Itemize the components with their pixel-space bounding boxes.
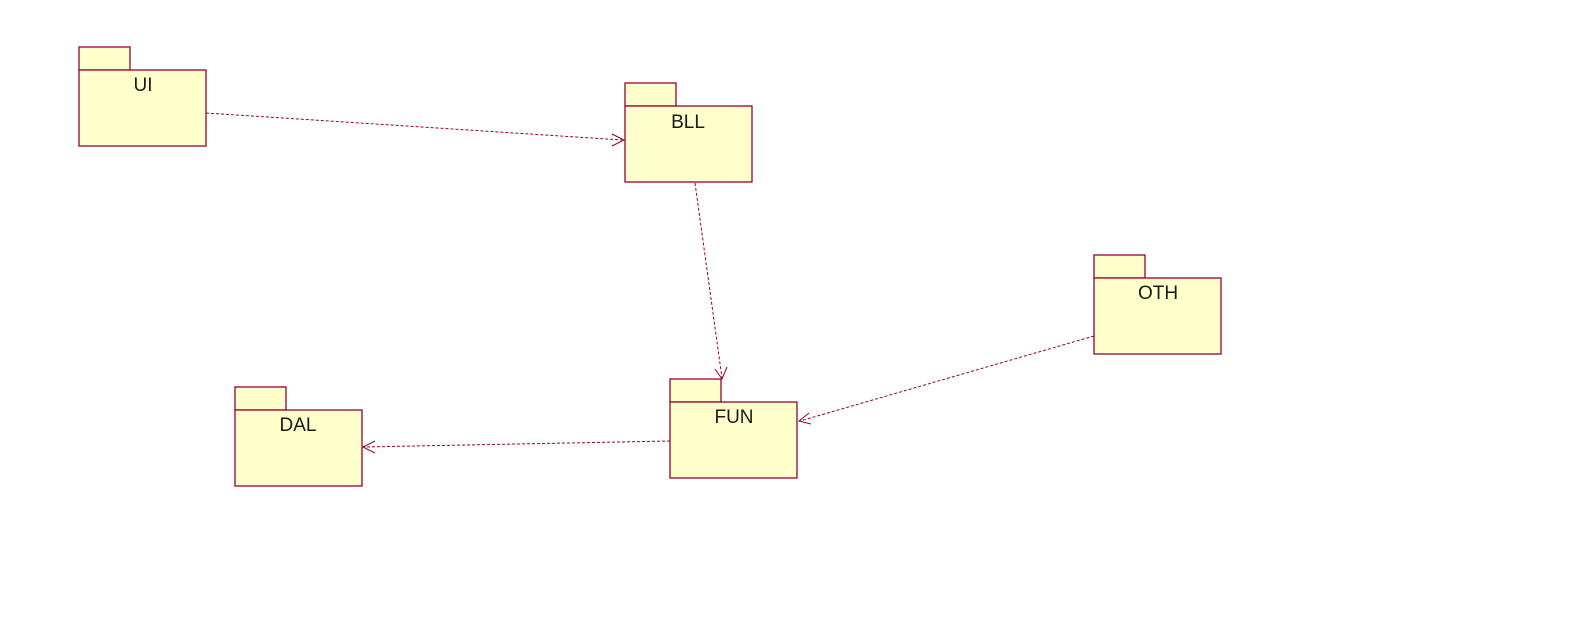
dependency-bll-to-fun[interactable] xyxy=(694,182,728,381)
dependency-layer xyxy=(205,112,1095,454)
package-label: BLL xyxy=(671,112,705,133)
dependency-oth-to-fun[interactable] xyxy=(797,335,1095,425)
package-label: DAL xyxy=(280,415,317,436)
package-dal[interactable]: DAL xyxy=(234,386,363,487)
package-ui[interactable]: UI xyxy=(78,46,207,147)
package-label: OTH xyxy=(1138,283,1178,304)
package-tab xyxy=(669,378,722,403)
package-body xyxy=(234,409,363,487)
package-label: FUN xyxy=(714,407,753,428)
package-bll[interactable]: BLL xyxy=(624,82,753,183)
package-label: UI xyxy=(134,75,153,96)
package-body xyxy=(624,105,753,183)
package-body xyxy=(669,401,798,479)
package-tab xyxy=(624,82,677,107)
package-body xyxy=(78,69,207,147)
package-body xyxy=(1093,277,1222,355)
package-tab xyxy=(234,386,287,411)
dependency-fun-to-dal[interactable] xyxy=(361,440,671,454)
package-fun[interactable]: FUN xyxy=(669,378,798,479)
dependency-ui-to-bll[interactable] xyxy=(205,112,626,147)
package-oth[interactable]: OTH xyxy=(1093,254,1222,355)
package-tab xyxy=(78,46,131,71)
package-tab xyxy=(1093,254,1146,279)
